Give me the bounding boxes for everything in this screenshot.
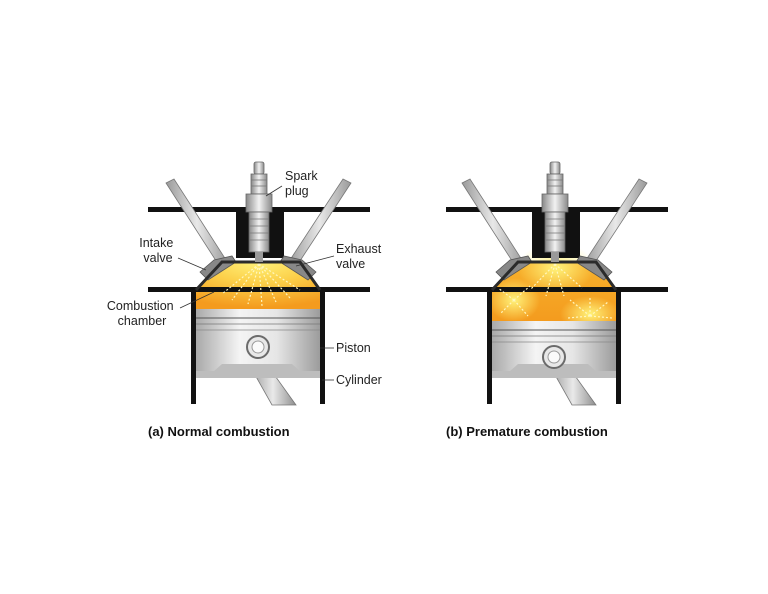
spark-plug [541,161,569,262]
cylinder-wall-right [320,290,325,404]
combustion-chamber-label-line2: chamber [118,314,167,328]
spark-plug-label: Spark plug [285,169,321,198]
caption-premature-combustion: (b) Premature combustion [446,424,608,439]
combustion-chamber-flame [196,262,320,310]
combustion-chamber-label: Combustion chamber [107,299,177,328]
exhaust-valve [575,178,648,281]
leader-lines [177,185,335,381]
head-bottom-line [148,287,370,292]
intake-valve-label-line2: valve [143,251,172,265]
piston-label: Piston [336,341,371,355]
engine-premature-combustion [446,161,668,406]
exhaust-valve-label-line2: valve [336,257,365,271]
spark-plug-label-line1: Spark [285,169,318,183]
intake-valve-label: Intake valve [139,236,177,265]
spark-plug-label-line2: plug [285,184,309,198]
flame-front-arrows [497,263,613,319]
piston [492,321,616,378]
intake-valve [165,178,237,281]
combustion-chamber-label-line1: Combustion [107,299,174,313]
cylinder-wall-left [487,290,492,404]
piston [196,309,320,378]
head-bottom-line [446,287,668,292]
caption-normal-combustion: (a) Normal combustion [148,424,290,439]
exhaust-valve-label: Exhaust valve [336,242,385,271]
intake-valve-label-line1: Intake [139,236,173,250]
flame-front-arrows [221,263,301,307]
exhaust-valve-label-line1: Exhaust [336,242,382,256]
cylinder-wall-left [191,290,196,404]
spark-plug [245,161,273,262]
engine-normal-combustion [148,161,370,406]
cylinder-label: Cylinder [336,373,382,387]
intake-valve [461,178,533,281]
cylinder-wall-right [616,290,621,404]
